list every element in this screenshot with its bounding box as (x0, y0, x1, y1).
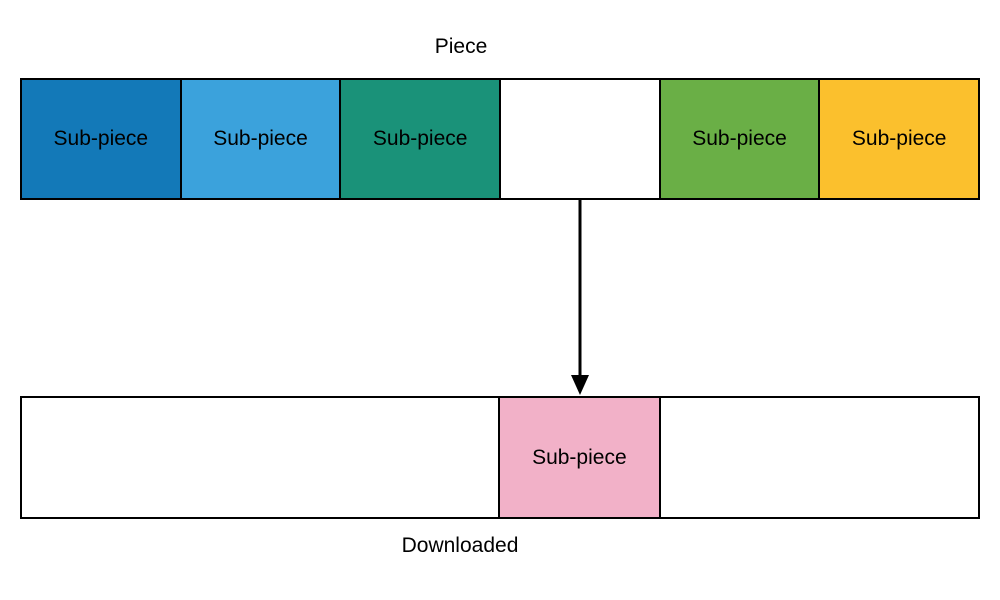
downloaded-cell-1[interactable] (22, 398, 181, 517)
piece-cell-1-label: Sub-piece (53, 127, 149, 150)
piece-cell-5-label: Sub-piece (692, 127, 787, 150)
downloaded-cell-4[interactable]: Sub-piece (498, 398, 661, 517)
piece-cell-2-label: Sub-piece (213, 127, 308, 150)
piece-cell-6[interactable]: Sub-piece (820, 80, 979, 198)
downloaded-cell-5[interactable] (660, 398, 820, 517)
piece-cell-5[interactable]: Sub-piece (660, 80, 821, 198)
downloaded-cell-2[interactable] (180, 398, 340, 517)
piece-cell-3-label: Sub-piece (372, 127, 468, 150)
piece-bar: Sub-piece Sub-piece Sub-piece Sub-piece … (20, 78, 980, 200)
transfer-arrow-icon (571, 198, 589, 395)
piece-cell-2[interactable]: Sub-piece (181, 80, 342, 198)
downloaded-bar: Sub-piece (20, 396, 980, 519)
downloaded-cell-3[interactable] (339, 398, 499, 517)
downloaded-cell-4-label: Sub-piece (532, 445, 627, 469)
piece-label: Piece (434, 35, 488, 58)
piece-cell-4[interactable] (501, 80, 661, 198)
downloaded-cell-6[interactable] (819, 398, 979, 517)
piece-cell-1[interactable]: Sub-piece (22, 80, 182, 198)
piece-cell-6-label: Sub-piece (851, 127, 947, 150)
downloaded-label: Downloaded (401, 534, 519, 557)
piece-cell-3[interactable]: Sub-piece (341, 80, 502, 198)
